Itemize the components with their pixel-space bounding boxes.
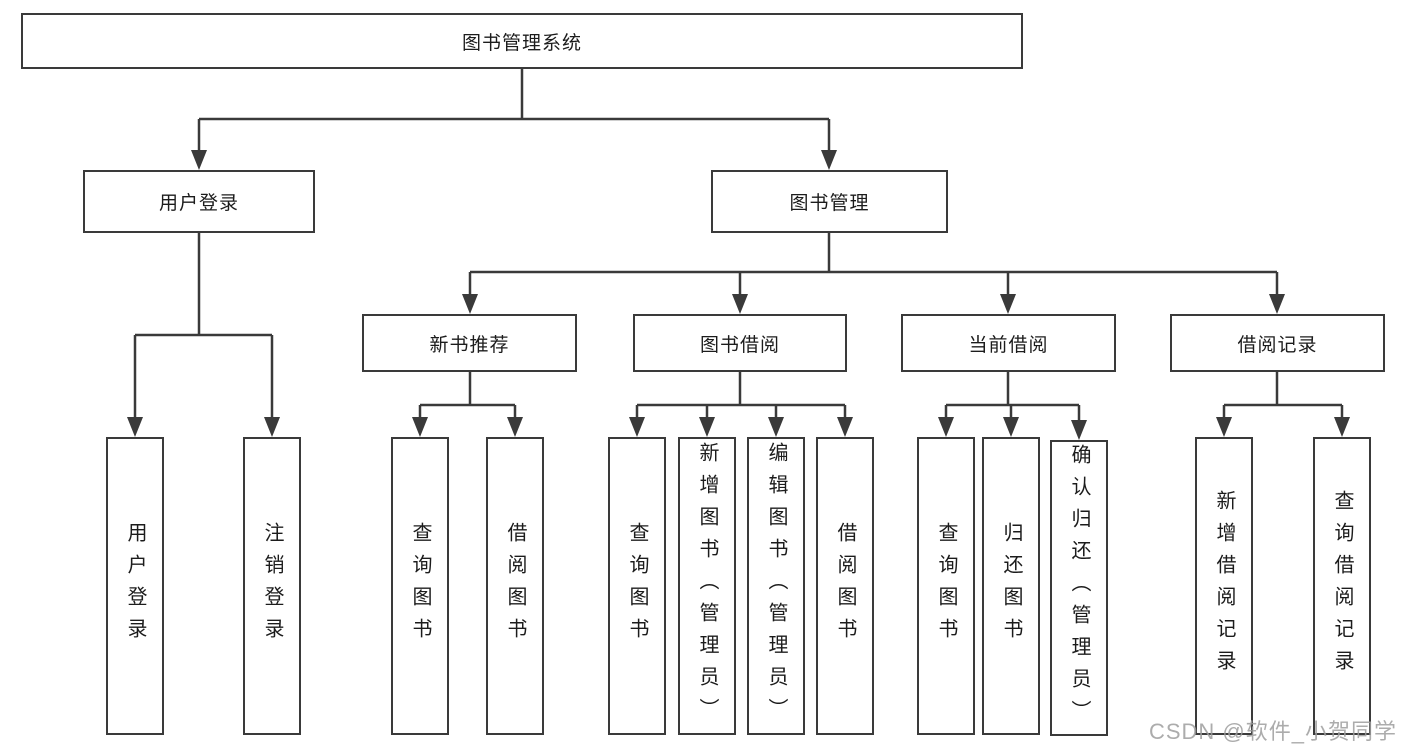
leaf-query-books-1-label: 查询图书 [409,522,431,650]
leaf-add-borrow-record-label: 新增借阅记录 [1213,490,1235,682]
node-user-login-branch-label: 用户登录 [158,193,239,214]
leaf-return-books: 归还图书 [982,437,1040,735]
node-new-book-recommend-label: 新书推荐 [429,334,510,356]
leaf-query-books-2-label: 查询图书 [626,522,648,650]
leaf-user-login: 用户登录 [106,437,164,735]
leaf-logout: 注销登录 [243,437,301,735]
node-current-borrowing: 当前借阅 [901,314,1116,372]
node-book-borrowing-label: 图书借阅 [699,334,780,356]
leaf-user-login-label: 用户登录 [124,522,146,650]
leaf-confirm-return-admin: 确认归还（管理员） [1050,440,1108,736]
node-book-management-branch-label: 图书管理 [789,193,870,214]
leaf-borrow-books-2: 借阅图书 [816,437,874,735]
leaf-confirm-return-admin-label: 确认归还（管理员） [1068,444,1090,732]
leaf-query-books-2: 查询图书 [608,437,666,735]
leaf-borrow-books-1: 借阅图书 [486,437,544,735]
node-root-label: 图书管理系统 [461,32,582,54]
node-book-borrowing: 图书借阅 [633,314,847,372]
leaf-query-borrow-record: 查询借阅记录 [1313,437,1371,735]
leaf-edit-books-admin-label: 编辑图书（管理员） [765,442,787,730]
node-root: 图书管理系统 [21,13,1023,69]
leaf-query-books-3-label: 查询图书 [935,522,957,650]
node-user-login-branch: 用户登录 [83,170,315,233]
leaf-borrow-books-2-label: 借阅图书 [834,522,856,650]
node-new-book-recommend: 新书推荐 [362,314,577,372]
watermark: CSDN @软件_小贺同学 [1148,719,1397,744]
leaf-add-books-admin-label: 新增图书（管理员） [696,442,718,730]
node-current-borrowing-label: 当前借阅 [968,334,1049,356]
leaf-borrow-books-1-label: 借阅图书 [504,522,526,650]
node-book-management-branch: 图书管理 [711,170,948,233]
leaf-add-books-admin: 新增图书（管理员） [678,437,736,735]
leaf-query-books-3: 查询图书 [917,437,975,735]
leaf-logout-label: 注销登录 [261,522,283,650]
leaf-query-borrow-record-label: 查询借阅记录 [1331,490,1353,682]
node-borrowing-records: 借阅记录 [1170,314,1385,372]
leaf-add-borrow-record: 新增借阅记录 [1195,437,1253,735]
node-borrowing-records-label: 借阅记录 [1237,334,1318,356]
leaf-return-books-label: 归还图书 [1000,522,1022,650]
leaf-query-books-1: 查询图书 [391,437,449,735]
leaf-edit-books-admin: 编辑图书（管理员） [747,437,805,735]
